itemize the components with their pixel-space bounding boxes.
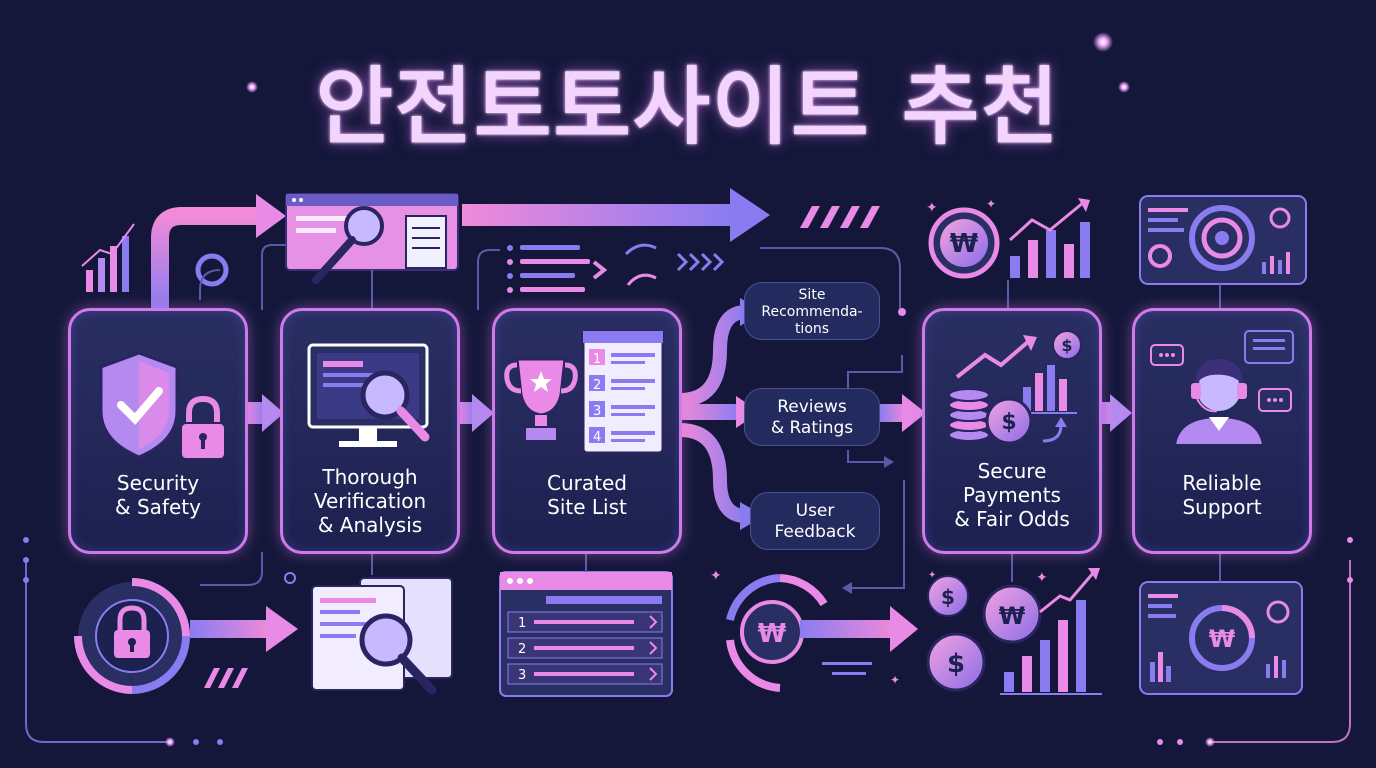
svg-text:✦: ✦ [710,568,722,584]
shield-lock-icon [99,351,226,460]
page-title: 안전토토사이트 추천 [315,58,1061,156]
title-decoration [40,32,1336,157]
svg-text:✦: ✦ [1036,570,1048,586]
rank-number: 2 [593,378,602,393]
ranking-list-window: 1 2 3 [499,571,673,697]
branch-reviews-ratings: Reviews& Ratings [744,388,880,446]
svg-text:✦: ✦ [890,673,900,687]
card-security-safety: Security& Safety [68,308,248,554]
won-symbol: ₩ [1209,625,1236,653]
won-symbol: ₩ [999,602,1026,630]
lock-circle-icon [74,552,190,694]
monitor-search-icon [307,343,430,447]
list-lines-icon [507,243,725,293]
rank-number: 1 [593,352,602,367]
rank-number: 3 [593,404,602,419]
top-flow-arrow [151,188,880,310]
card-label: Security& Safety [115,471,201,519]
coins-growth-icon: $ $ [948,330,1082,445]
stripe-decoration-left [204,668,248,688]
dollar-symbol: $ [947,649,965,679]
dollar-symbol: $ [1001,410,1016,435]
svg-text:✦: ✦ [926,200,938,216]
list-row-number: 2 [518,642,526,657]
dashboard-panel-bottom: ₩ [1139,581,1303,695]
bar-chart-icon [81,223,135,292]
dollar-symbol: $ [1061,336,1072,355]
won-symbol: ₩ [758,619,787,649]
ring-icon [195,253,229,287]
dollar-symbol: $ [941,585,955,609]
coins-chart-icon: $ ₩ $ ✦ ✦ [926,568,1102,695]
sparkle-icon [1093,32,1113,52]
list-row-number: 3 [518,668,526,683]
dashboard-panel-top [1139,195,1307,285]
won-symbol: ₩ [950,229,979,259]
won-circle-icon: ₩ ✦ ✦ [710,568,918,692]
svg-text:✦: ✦ [928,570,936,581]
svg-text:✦: ✦ [986,197,996,211]
browser-search-icon [285,193,459,284]
support-agent-icon [1150,330,1294,446]
corner-glow [23,537,1353,747]
list-row-number: 1 [518,616,526,631]
flow-arrows [244,394,1132,432]
document-search-icon [311,577,453,695]
won-coin-chart-icon: ₩ ✦ ✦ [926,197,1090,279]
trophy-list-icon [504,329,665,455]
rank-number: 4 [593,430,602,445]
